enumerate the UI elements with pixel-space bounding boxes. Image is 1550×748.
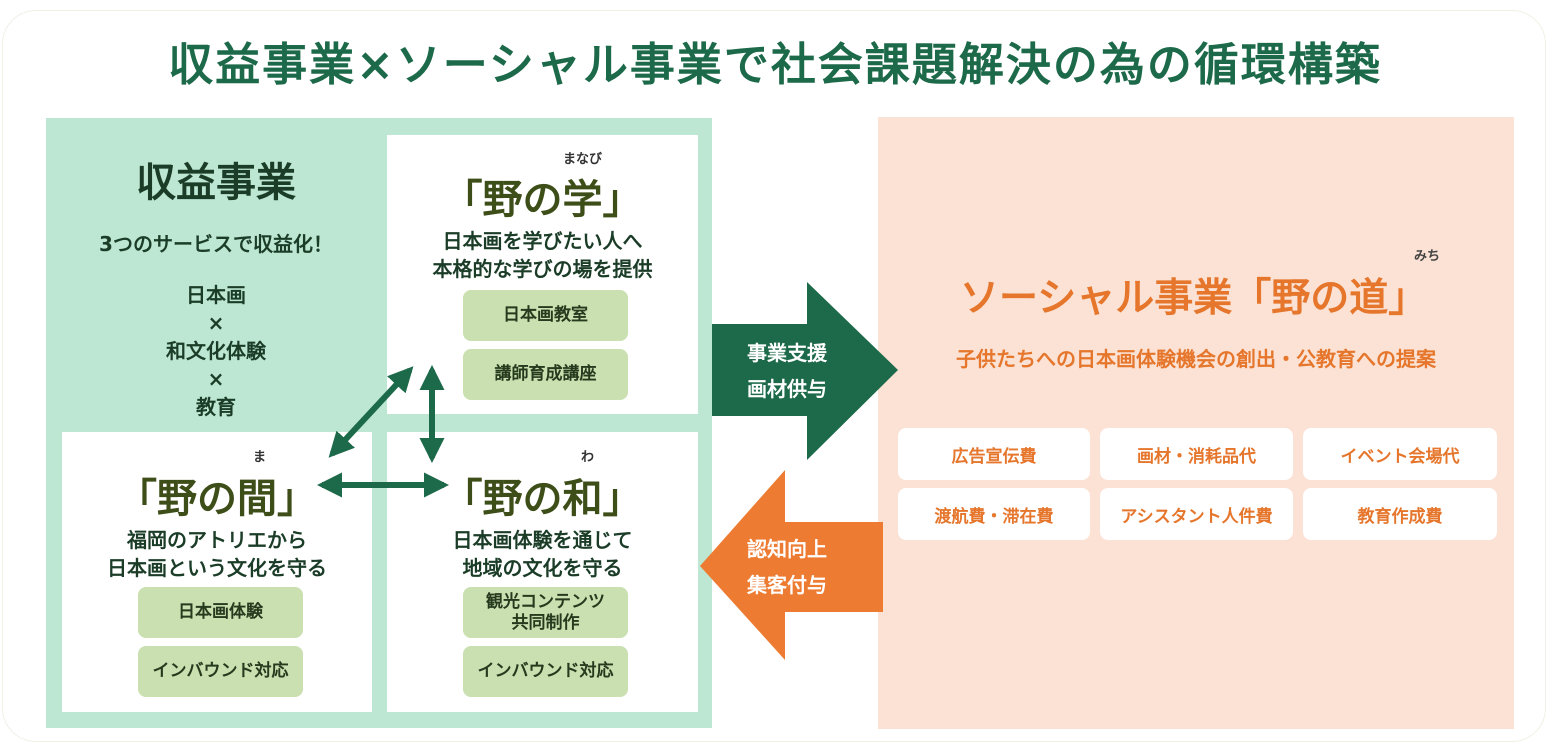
wa-desc-line: 地域の文化を守る [462, 556, 623, 580]
social-heading: ソーシャル事業「野の道」 [960, 276, 1428, 321]
ma-box: ま 「野の間」 福岡のアトリエから 日本画という文化を守る 日本画体験 インバウ… [62, 432, 372, 712]
combo-item: 日本画 [186, 283, 246, 307]
wa-name: 「野の和」 [442, 476, 643, 522]
cost-item: 渡航費・滞在費 [898, 488, 1090, 540]
combo-times: × [207, 367, 225, 391]
arrow-to-revenue-label: 認知向上 集客付与 [712, 531, 862, 603]
wa-item: インバウンド対応 [463, 646, 628, 697]
ma-item: 日本画体験 [138, 587, 303, 638]
card-frame [2, 10, 1546, 742]
page-title: 収益事業×ソーシャル事業で社会課題解決の為の循環構築 [168, 38, 1382, 91]
flow-arrows [700, 282, 898, 660]
ma-desc-line: 福岡のアトリエから [127, 528, 307, 552]
arrow-to-revenue [700, 470, 883, 660]
revenue-subtitle: 3つのサービスで収益化！ [99, 232, 333, 256]
social-panel: みち ソーシャル事業「野の道」 子供たちへの日本画体験機会の創出・公教育への提案… [878, 117, 1514, 729]
arrow-label-line: 画材供与 [747, 377, 827, 401]
wa-desc: 日本画体験を通じて 地域の文化を守る [387, 526, 698, 582]
arrow-to-social [712, 282, 898, 460]
manabi-item: 講師育成講座 [463, 349, 628, 400]
ma-desc: 福岡のアトリエから 日本画という文化を守る [62, 526, 372, 582]
ma-ruby: ま [253, 450, 267, 465]
revenue-heading: 収益事業 [136, 160, 296, 206]
manabi-ruby: まなび [563, 152, 603, 167]
arrow-label-line: 認知向上 [747, 537, 827, 561]
combo-item: 教育 [196, 395, 236, 419]
wa-item: 観光コンテンツ 共同制作 [463, 587, 628, 638]
arrow-manabi-ma [328, 366, 414, 458]
cost-item: 教育作成費 [1303, 488, 1497, 540]
arrow-label-line: 事業支援 [747, 341, 827, 365]
cost-item: 画材・消耗品代 [1100, 428, 1293, 480]
manabi-name: 「野の学」 [442, 177, 643, 223]
social-ruby: みち [1414, 249, 1441, 264]
ma-item: インバウンド対応 [138, 646, 303, 697]
cost-item: イベント会場代 [1303, 428, 1497, 480]
social-subtitle: 子供たちへの日本画体験機会の創出・公教育への提案 [956, 347, 1436, 371]
revenue-combo: 日本画 × 和文化体験 × 教育 [46, 281, 386, 421]
manabi-item: 日本画教室 [463, 290, 628, 341]
ma-name: 「野の間」 [117, 476, 317, 522]
manabi-desc: 日本画を学びたい人へ 本格的な学びの場を提供 [387, 227, 698, 283]
arrow-to-social-label: 事業支援 画材供与 [712, 335, 862, 407]
wa-ruby: わ [581, 450, 595, 465]
cost-item: 広告宣伝費 [898, 428, 1090, 480]
combo-item: 和文化体験 [166, 339, 266, 363]
manabi-desc-line: 日本画を学びたい人へ [442, 229, 643, 253]
manabi-desc-line: 本格的な学びの場を提供 [432, 257, 653, 281]
ma-desc-line: 日本画という文化を守る [107, 556, 327, 580]
wa-desc-line: 日本画体験を通じて [452, 528, 633, 552]
cost-item: アシスタント人件費 [1100, 488, 1293, 540]
arrow-label-line: 集客付与 [747, 573, 827, 597]
combo-times: × [207, 311, 225, 335]
